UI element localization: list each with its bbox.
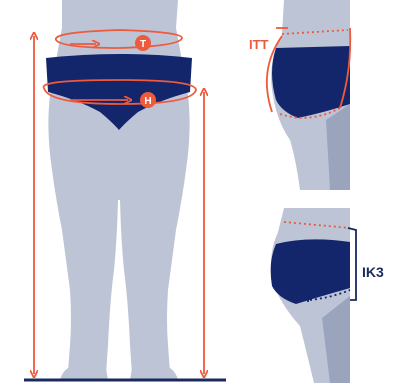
- side-top-brief: [272, 46, 350, 118]
- side-bottom-label: IK3: [362, 264, 384, 280]
- side-top-label: ITT: [249, 37, 269, 52]
- hip-marker-label: H: [144, 96, 151, 107]
- front-body-left-foot: [60, 368, 108, 380]
- side-figure-bottom: IK3: [271, 208, 384, 383]
- front-body-right-foot: [130, 368, 178, 380]
- waist-marker-label: T: [140, 39, 146, 50]
- side-figure-top: ITT: [249, 0, 350, 190]
- front-figure: [46, 0, 192, 380]
